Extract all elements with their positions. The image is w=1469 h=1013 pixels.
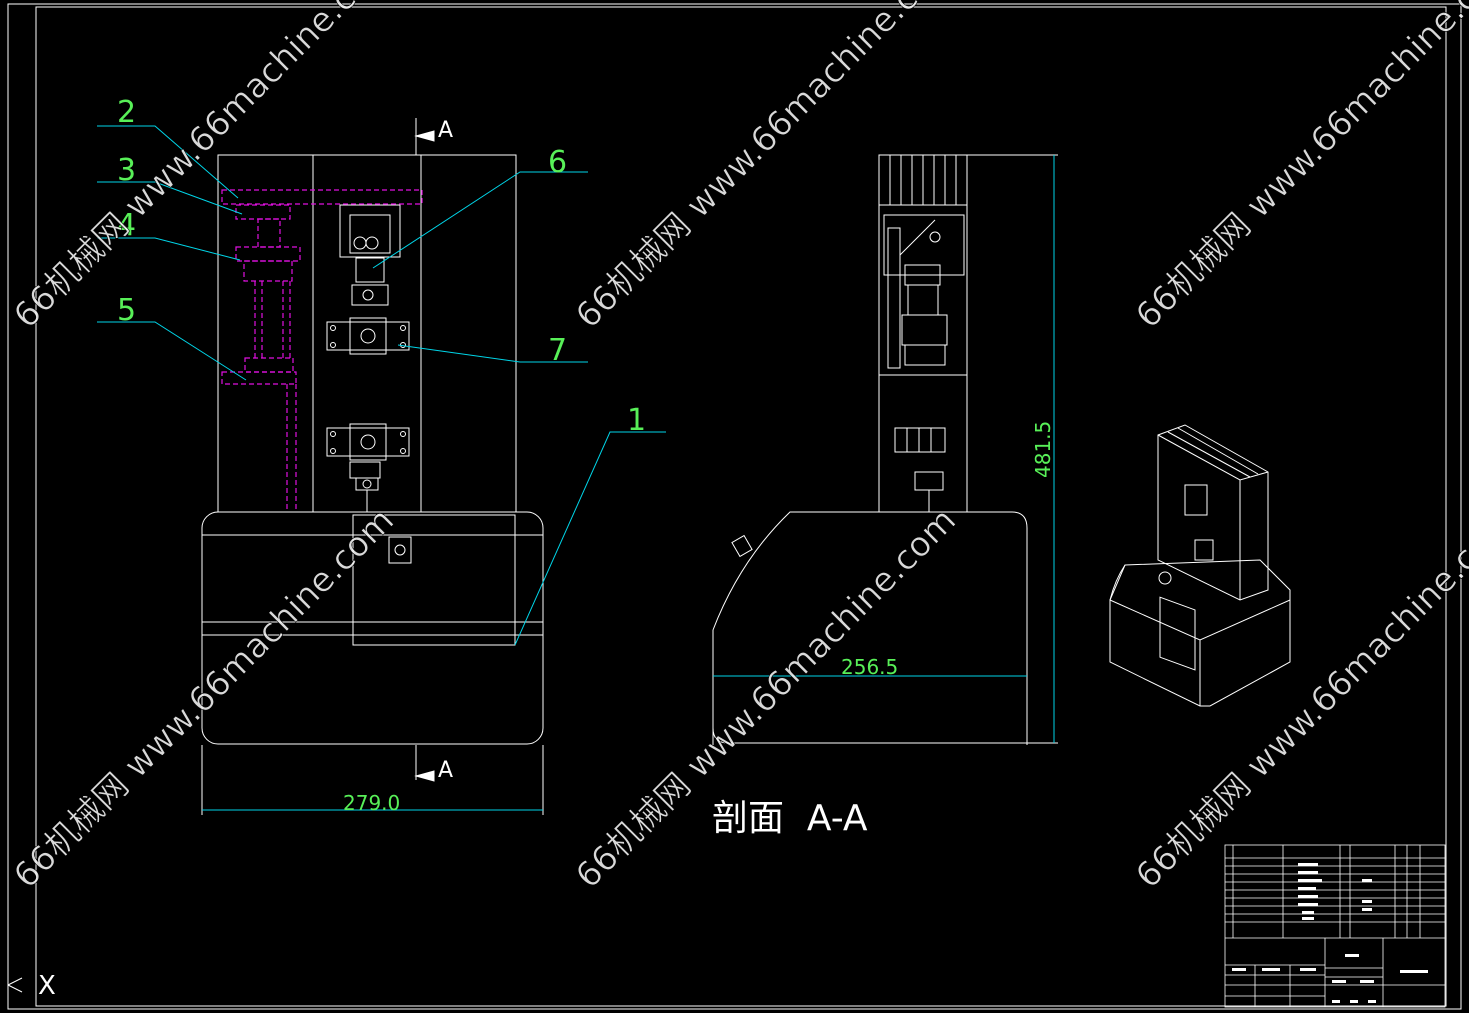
title-block	[1224, 844, 1446, 1008]
axis-marker: X	[38, 971, 56, 1001]
part-label-1: 1	[627, 403, 646, 438]
section-marker-top: A	[438, 118, 453, 143]
part-leaders	[97, 125, 666, 646]
watermark-4: 66机械网 www.66machine.com	[6, 500, 402, 896]
section-cut-line	[414, 118, 435, 782]
ucs-axis-icon	[7, 977, 23, 993]
isometric-view	[1109, 424, 1291, 707]
part-label-3: 3	[117, 153, 136, 188]
part-label-6: 6	[548, 145, 567, 180]
part-label-5: 5	[117, 293, 136, 328]
front-view	[201, 154, 544, 815]
section-marker-bottom: A	[438, 758, 453, 783]
part-label-4: 4	[117, 208, 136, 243]
section-view	[712, 154, 1058, 745]
side-depth-value: 256.5	[841, 655, 898, 679]
watermark-6: 66机械网 www.66machine.com	[1128, 500, 1469, 896]
outer-border	[7, 3, 1462, 1010]
section-title: 剖面 A-A	[712, 798, 868, 839]
title-block-fills	[1232, 863, 1428, 1003]
inner-border	[35, 6, 1447, 1007]
height-value: 481.5	[1031, 421, 1055, 478]
watermark-3: 66机械网 www.66machine.com	[1128, 0, 1469, 336]
watermark-2: 66机械网 www.66machine.com	[568, 0, 964, 336]
part-label-7: 7	[548, 333, 567, 368]
watermarks: 66机械网 www.66machine.com 66机械网 www.66mach…	[6, 0, 1469, 897]
front-width-value: 279.0	[343, 791, 400, 815]
part-label-2: 2	[117, 95, 136, 130]
section-dimensions	[713, 155, 1055, 743]
hidden-parts	[221, 189, 423, 510]
